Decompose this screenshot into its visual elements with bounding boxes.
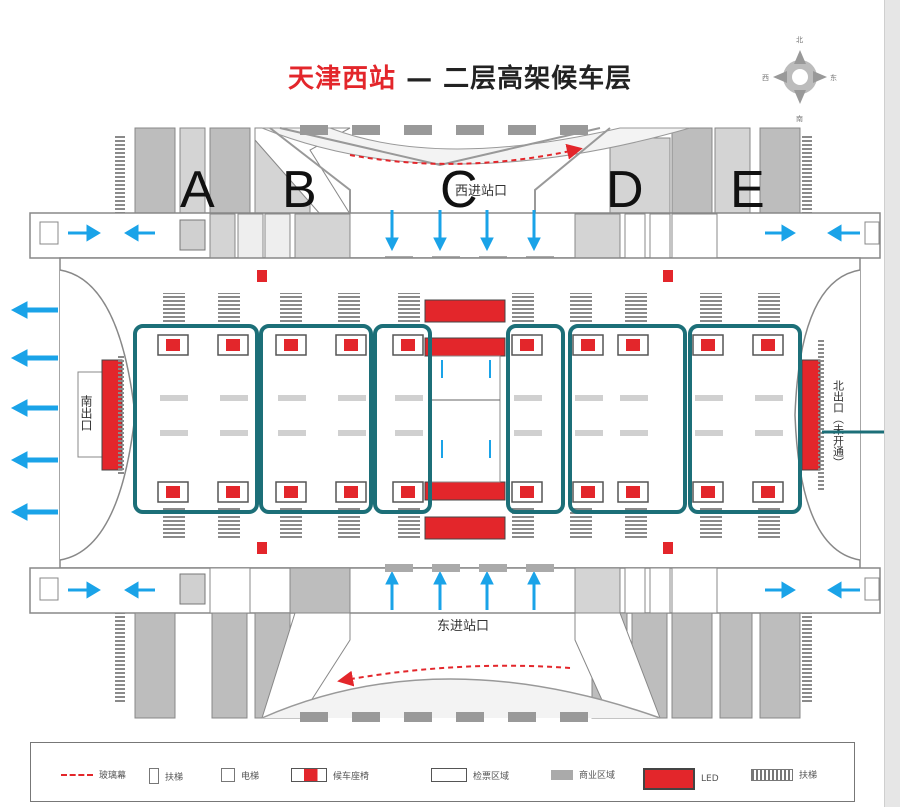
north-corridor xyxy=(29,212,881,259)
east-entrance-arrows xyxy=(385,570,541,610)
escalator-icon xyxy=(751,768,793,781)
south-exit-block xyxy=(77,355,124,475)
legend-item: 扶梯 xyxy=(751,768,817,781)
ticket-gate-icon xyxy=(431,768,467,782)
zone-b-box xyxy=(259,324,373,514)
compass-east: 东 xyxy=(830,73,837,82)
north-exit-label: 北出口（未开通） xyxy=(832,380,845,468)
map-title: 天津西站 — 二层高架候车层 xyxy=(288,58,632,95)
floor-plan: 西进站口 xyxy=(10,125,884,722)
compass-south: 南 xyxy=(796,114,803,123)
legend-label: 电梯 xyxy=(241,771,260,782)
legend-label: 候车座椅 xyxy=(333,771,370,782)
zone-label-c: C xyxy=(440,161,478,219)
legend-label: 商业区域 xyxy=(579,771,616,781)
floor-name: 二层高架候车层 xyxy=(443,64,633,94)
zone-c-east-box xyxy=(506,324,565,514)
west-entrance-label: 西进站口 xyxy=(455,184,507,199)
south-corridor xyxy=(29,567,881,614)
zone-e-box xyxy=(688,324,802,514)
legend-label: 玻璃幕 xyxy=(99,771,127,781)
legend-item: LED xyxy=(643,768,719,790)
legend-item: 玻璃幕 xyxy=(61,768,126,781)
shop-icon xyxy=(551,769,573,780)
zone-a-box xyxy=(133,324,259,514)
stair-icon xyxy=(221,768,235,782)
station-name: 天津西站 xyxy=(288,64,397,94)
legend-label: 检票区域 xyxy=(473,771,510,782)
legend-item: 商业区域 xyxy=(551,768,615,781)
compass-north: 北 xyxy=(796,36,803,44)
led-screen-icon xyxy=(643,768,695,790)
south-exit-arrows xyxy=(10,301,58,521)
legend-label: 扶梯 xyxy=(799,771,818,781)
zone-c-west-box xyxy=(373,324,432,514)
south-building-block xyxy=(115,612,812,722)
east-entrance-label: 东进站口 xyxy=(437,619,489,634)
zone-label-a: A xyxy=(180,161,215,219)
legend-item: 检票区域 xyxy=(431,768,509,782)
elevator-icon xyxy=(149,768,159,784)
west-entrance-arrows xyxy=(385,210,541,252)
zone-highlights xyxy=(133,324,802,514)
map-legend: 玻璃幕 扶梯 电梯 候车座椅 检票区域 商业区域 LED 扶梯 xyxy=(30,742,855,802)
legend-label: 扶梯 xyxy=(165,772,184,783)
legend-item: 候车座椅 xyxy=(291,768,369,782)
south-exit-label: 南出口 xyxy=(79,394,93,431)
north-building-block xyxy=(115,125,812,215)
zone-label-d: D xyxy=(606,161,644,219)
scrollbar-track[interactable] xyxy=(884,0,900,807)
north-corridor-arrows xyxy=(68,224,860,242)
compass-icon: 北 南 东 西 xyxy=(762,36,837,123)
north-exit-block xyxy=(801,340,824,490)
central-led-screens xyxy=(424,299,506,540)
waiting-seat-icon xyxy=(291,768,327,782)
legend-item: 电梯 xyxy=(221,768,259,782)
south-corridor-arrows xyxy=(68,581,860,599)
seat-markers xyxy=(157,334,784,503)
dashed-line-icon xyxy=(61,773,93,776)
title-dash: — xyxy=(406,64,434,94)
legend-item: 扶梯 xyxy=(149,768,183,784)
zone-label-e: E xyxy=(730,161,765,219)
zone-d-box xyxy=(568,324,687,514)
legend-label: LED xyxy=(701,774,719,784)
zone-label-b: B xyxy=(282,161,317,219)
compass-west: 西 xyxy=(762,74,769,82)
